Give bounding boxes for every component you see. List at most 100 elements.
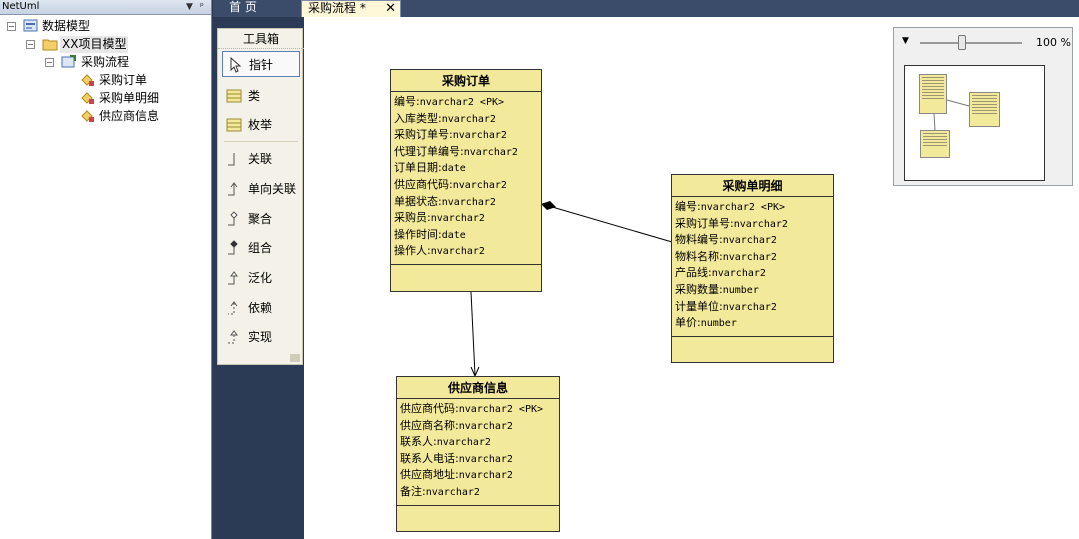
class-attributes: 编号:nvarchar2 <PK> 采购订单号:nvarchar2 物料编号:nva…: [672, 197, 833, 337]
tool-aggregation[interactable]: 聚合: [222, 206, 300, 232]
class-attribute[interactable]: 采购订单号:nvarchar2: [394, 128, 507, 142]
tool-generalization[interactable]: 泛化: [222, 265, 300, 291]
attribute-type: nvarchar2: [441, 113, 496, 125]
class-attribute[interactable]: 计量单位:nvarchar2: [675, 299, 777, 313]
diagram-icon: [61, 55, 76, 68]
class-attribute[interactable]: 供应商代码:nvarchar2 <PK>: [400, 402, 544, 415]
class-attribute[interactable]: 联系人:nvarchar2: [400, 435, 491, 449]
attribute-name: 操作时间: [394, 227, 438, 241]
zoom-bar: ▼ 100 %: [894, 28, 1072, 56]
attribute-name: 采购数量: [675, 282, 719, 296]
class-attribute[interactable]: 采购数量:number: [675, 282, 759, 296]
class-purchase-detail[interactable]: 采购单明细 编号:nvarchar2 <PK> 采购订单号:nvarchar2 物料…: [671, 174, 834, 363]
class-attribute[interactable]: 物料编号:nvarchar2: [675, 233, 777, 247]
class-attribute[interactable]: 编号:nvarchar2 <PK>: [394, 95, 505, 108]
class-supplier-info[interactable]: 供应商信息 供应商代码:nvarchar2 <PK> 供应商名称:nvarchar…: [396, 376, 560, 532]
tool-label: 组合: [248, 241, 273, 255]
class-attribute[interactable]: 产品线:nvarchar2: [675, 266, 766, 280]
class-attribute[interactable]: 单价:number: [675, 316, 737, 330]
composition-icon: [228, 240, 238, 255]
tree-item-purchase-order[interactable]: 采购订单: [0, 72, 210, 89]
tree-item-data-model[interactable]: − 数据模型: [0, 18, 210, 35]
tool-label: 单向关联: [248, 182, 297, 196]
attribute-type: nvarchar2 <PK>: [700, 202, 786, 213]
tree-item-label: 采购单明细: [99, 91, 160, 105]
attribute-name: 备注: [400, 484, 422, 498]
collapse-icon[interactable]: −: [7, 22, 16, 31]
class-attribute[interactable]: 单据状态:nvarchar2: [394, 194, 496, 208]
tab-purchase-flow[interactable]: 采购流程 * ✕: [301, 0, 401, 17]
tree-item-label: 采购流程: [81, 55, 130, 69]
tree-item-label: XX项目模型: [60, 36, 129, 53]
composition-connector[interactable]: [541, 203, 673, 243]
data-model-icon: [23, 19, 38, 32]
class-attribute[interactable]: 物料名称:nvarchar2: [675, 249, 777, 263]
class-attribute[interactable]: 供应商名称:nvarchar2: [400, 418, 513, 432]
zoom-slider-thumb[interactable]: [958, 35, 966, 50]
tool-directed-association[interactable]: 单向关联: [222, 176, 300, 202]
class-attribute[interactable]: 采购订单号:nvarchar2: [675, 216, 788, 230]
generalization-icon: [228, 271, 238, 285]
class-attributes: 编号:nvarchar2 <PK> 入库类型:nvarchar2 采购订单号:nva…: [391, 92, 541, 265]
attribute-type: nvarchar2: [430, 213, 485, 225]
class-attributes: 供应商代码:nvarchar2 <PK> 供应商名称:nvarchar2 联系人:n…: [397, 399, 559, 506]
pin-icon[interactable]: ᵖ: [200, 2, 204, 12]
class-icon: [81, 74, 94, 86]
overview-viewport[interactable]: [904, 65, 1045, 181]
close-icon[interactable]: ✕: [385, 1, 396, 16]
class-attribute[interactable]: 操作人:nvarchar2: [394, 244, 485, 258]
tree-item-purchase-flow[interactable]: − 采购流程: [0, 54, 210, 71]
class-attribute[interactable]: 操作时间:date: [394, 227, 466, 241]
tool-class[interactable]: 类: [222, 83, 300, 109]
tool-label: 实现: [248, 330, 273, 344]
class-attribute[interactable]: 入库类型:nvarchar2: [394, 111, 496, 125]
dropdown-icon[interactable]: ▼: [902, 36, 909, 46]
class-attribute[interactable]: 采购员:nvarchar2: [394, 211, 485, 225]
tool-enum[interactable]: 枚举: [222, 112, 300, 138]
tree-item-purchase-detail[interactable]: 采购单明细: [0, 90, 210, 107]
composition-diamond-icon: [541, 201, 556, 210]
attribute-type: nvarchar2: [436, 437, 491, 449]
zoom-slider-track[interactable]: [920, 42, 1022, 44]
class-title: 供应商信息: [397, 377, 559, 399]
attribute-name: 代理订单编号: [394, 144, 460, 158]
model-tree-panel: NetUml ▼ ᵖ − 数据模型 − XX项目模型 − 采购流程: [0, 0, 212, 539]
mini-class-supplier: [920, 130, 950, 158]
attribute-name: 供应商代码: [394, 177, 449, 191]
tool-dependency[interactable]: 依赖: [222, 295, 300, 321]
attribute-type: nvarchar2: [722, 235, 777, 247]
association-icon: [228, 153, 235, 166]
class-attribute[interactable]: 备注:nvarchar2: [400, 484, 480, 498]
toolbox: 工具箱 指针 类 枚举 关联 单向关联 聚合 组合: [217, 28, 304, 365]
association-connector[interactable]: [470, 291, 476, 376]
resize-grip-icon[interactable]: [290, 354, 300, 362]
class-attribute[interactable]: 编号:nvarchar2 <PK>: [675, 200, 786, 213]
toolbox-divider: [224, 141, 298, 142]
pointer-icon: [230, 57, 242, 73]
attribute-name: 单据状态: [394, 194, 438, 208]
attribute-name: 联系人: [400, 435, 433, 449]
tool-pointer[interactable]: 指针: [222, 51, 300, 77]
tree-item-project-model[interactable]: − XX项目模型: [0, 36, 210, 53]
collapse-icon[interactable]: −: [45, 58, 54, 67]
tree-item-label: 供应商信息: [99, 109, 160, 123]
tool-composition[interactable]: 组合: [222, 235, 300, 261]
class-attribute[interactable]: 订单日期:date: [394, 161, 466, 175]
class-attribute[interactable]: 代理订单编号:nvarchar2: [394, 144, 518, 158]
tool-realization[interactable]: 实现: [222, 324, 300, 350]
attribute-name: 供应商代码: [400, 402, 455, 415]
collapse-icon[interactable]: −: [26, 40, 35, 49]
tool-label: 泛化: [248, 271, 273, 285]
panel-menu-icon[interactable]: ▼: [186, 2, 193, 12]
class-attribute[interactable]: 供应商代码:nvarchar2: [394, 177, 507, 191]
tool-association[interactable]: 关联: [222, 146, 300, 172]
attribute-name: 编号: [675, 200, 697, 213]
class-attribute[interactable]: 供应商地址:nvarchar2: [400, 468, 513, 482]
tab-home[interactable]: 首 页: [229, 0, 257, 14]
attribute-type: nvarchar2: [458, 453, 513, 465]
tree-item-supplier-info[interactable]: 供应商信息: [0, 108, 210, 125]
tab-label: 采购流程 *: [308, 1, 366, 15]
class-attribute[interactable]: 联系人电话:nvarchar2: [400, 451, 513, 465]
class-title: 采购单明细: [672, 175, 833, 197]
